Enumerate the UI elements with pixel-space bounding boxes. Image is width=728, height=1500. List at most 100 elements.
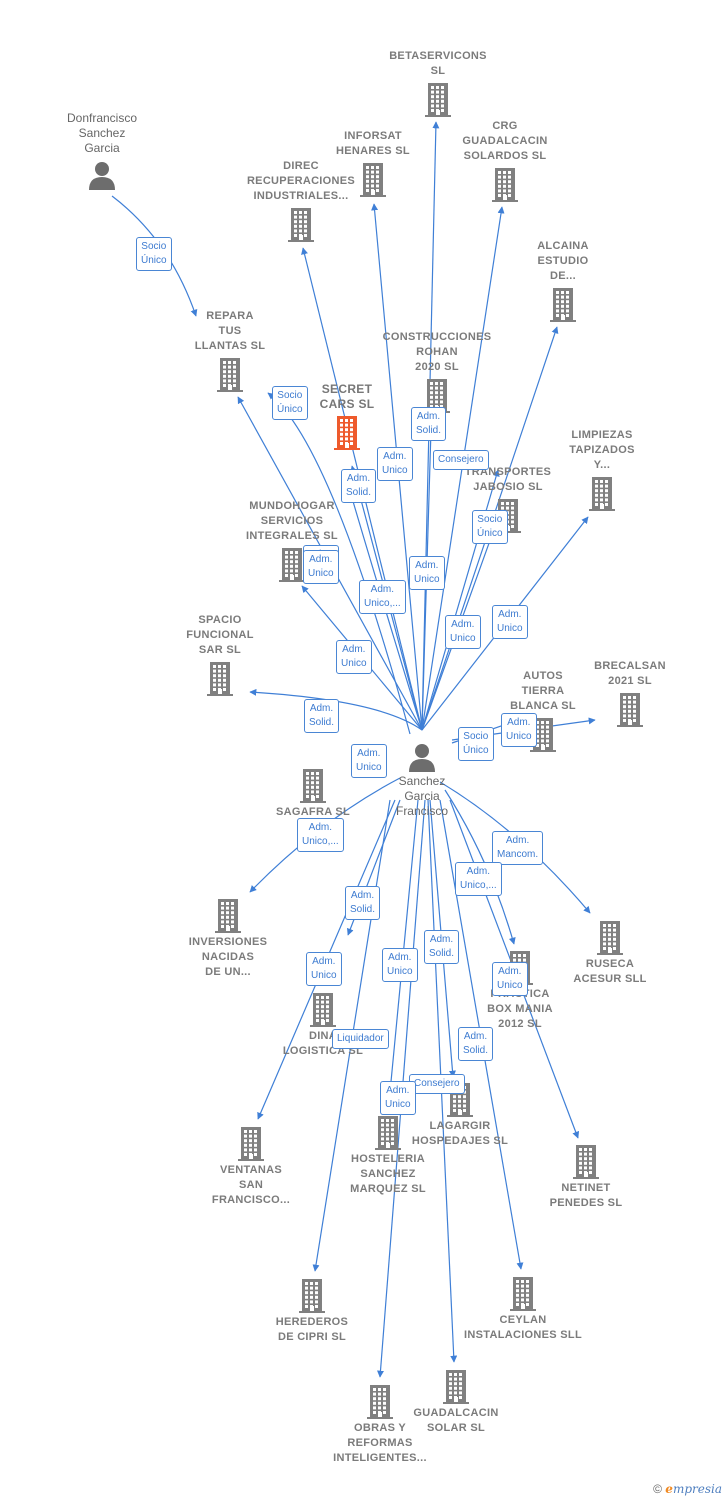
role-line: Adm. — [416, 411, 441, 422]
role-line: Adm. — [309, 703, 334, 714]
name-line: CONSTRUCCIONES — [382, 331, 492, 343]
building-icon — [425, 83, 451, 122]
edge-role-label: Adm.Unico,... — [455, 862, 502, 896]
role-line: Único — [141, 255, 167, 266]
name-line: AUTOS — [523, 670, 563, 682]
name-line: INTELIGENTES... — [333, 1452, 427, 1464]
name-line: Donfrancisco — [66, 111, 138, 125]
name-line: DE CIPRI SL — [277, 1331, 347, 1343]
name-line: HOSTELERIA — [351, 1153, 425, 1165]
edge-role-label: Adm.Unico — [303, 550, 339, 584]
name-line: ESTUDIO — [537, 255, 589, 267]
role-line: Unico — [450, 633, 476, 644]
name-line: BRECALSAN — [594, 660, 666, 672]
edge-role-label: Adm.Unico — [501, 713, 537, 747]
name-line: SOLARDOS SL — [463, 150, 547, 162]
building-icon — [310, 993, 336, 1032]
edge-role-label: Liquidador — [332, 1029, 389, 1049]
edge-role-label: Adm. Unico — [492, 605, 528, 639]
name-line: Garcia — [84, 141, 120, 155]
edge-role-label: Adm.Solid. — [345, 886, 381, 920]
role-line: Unico,... — [364, 598, 401, 609]
role-line: Unico — [385, 1099, 411, 1110]
name-line: SANCHEZ — [360, 1168, 416, 1180]
building-icon — [217, 358, 243, 397]
name-line: HENARES SL — [336, 145, 410, 157]
building-icon — [238, 1127, 264, 1166]
role-line: Adm. — [498, 609, 522, 620]
name-line: INTEGRALES SL — [246, 530, 338, 542]
company-name: INFORSAT HENARES SL — [308, 129, 438, 159]
name-line: LLANTAS SL — [194, 340, 266, 352]
role-line: Adm. — [357, 748, 381, 759]
role-line: Adm. — [498, 966, 522, 977]
name-line: TIERRA — [521, 685, 565, 697]
company-name: ALCAINA ESTUDIO DE... — [498, 239, 628, 284]
name-line: INFORSAT — [344, 130, 402, 142]
building-icon — [375, 1116, 401, 1155]
company-node[interactable]: INFORSAT HENARES SL — [308, 129, 438, 199]
company-node[interactable]: SAGAFRA SL — [248, 769, 378, 824]
relationship-edge — [249, 688, 423, 731]
name-line: PENEDES SL — [549, 1197, 623, 1209]
company-node[interactable]: ALCAINA ESTUDIO DE... — [498, 239, 628, 324]
role-line: Socio — [463, 731, 489, 742]
company-node[interactable]: BRECALSAN 2021 SL — [565, 659, 695, 729]
role-line: Solid. — [463, 1045, 489, 1056]
name-line: CARS SL — [319, 397, 375, 411]
name-line: GUADALCACIN — [462, 135, 548, 147]
name-line: ALCAINA — [537, 240, 589, 252]
name-line: BETASERVICONS — [389, 50, 487, 62]
name-line: REPARA — [206, 310, 254, 322]
edge-role-label: Adm.Unico — [336, 640, 372, 674]
building-icon — [617, 693, 643, 732]
name-line: REFORMAS — [347, 1437, 413, 1449]
name-line: 2012 SL — [498, 1018, 542, 1030]
name-line: 2021 SL — [608, 675, 652, 687]
building-icon — [597, 921, 623, 960]
building-icon — [589, 477, 615, 516]
name-line: Francisco — [395, 804, 448, 818]
role-line: Unico,... — [460, 880, 497, 891]
role-line: Unico — [497, 623, 523, 634]
name-line: DE... — [550, 270, 576, 282]
role-line: Solid. — [346, 487, 372, 498]
name-line: VENTANAS — [219, 1164, 283, 1176]
role-line: Unico — [356, 762, 382, 773]
name-line: RECUPERACIONES — [246, 175, 356, 187]
company-name: BRECALSAN 2021 SL — [565, 659, 695, 689]
building-icon — [443, 1370, 469, 1409]
name-line: HOSPEDAJES SL — [411, 1135, 509, 1147]
edge-role-label: Adm.Solid. — [304, 699, 340, 733]
